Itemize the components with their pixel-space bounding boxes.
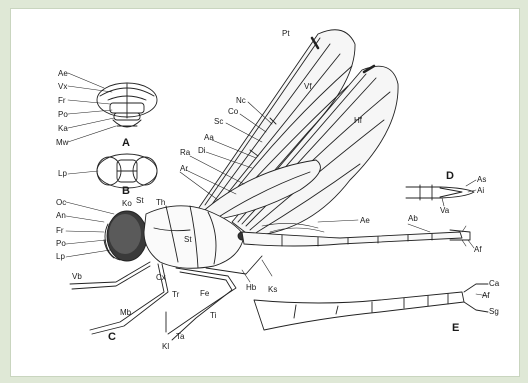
label-di: Di bbox=[198, 146, 206, 155]
label-vx: Vx bbox=[58, 82, 67, 91]
panel-label-a: A bbox=[122, 138, 130, 149]
label-costa: Co bbox=[228, 107, 238, 116]
label-ra: Ra bbox=[180, 148, 190, 157]
label-wing-ae: Ae bbox=[360, 216, 370, 225]
label-head-ae: Ae bbox=[58, 69, 68, 78]
label-ab: Ab bbox=[408, 214, 418, 223]
label-po: Po bbox=[58, 110, 68, 119]
label-ta: Ta bbox=[176, 332, 184, 341]
label-subcosta: Sc bbox=[214, 117, 223, 126]
label-fr: Fr bbox=[58, 96, 66, 105]
legs bbox=[70, 256, 262, 340]
label-lp-side: Lp bbox=[56, 252, 65, 261]
label-ka: Ka bbox=[58, 124, 68, 133]
panel-label-d: D bbox=[446, 171, 454, 182]
label-nodus: Nc bbox=[236, 96, 246, 105]
label-af-e: Af bbox=[482, 291, 490, 300]
label-mw: Mw bbox=[56, 138, 68, 147]
label-st: St bbox=[136, 196, 144, 205]
label-pterostigma: Pt bbox=[282, 29, 290, 38]
label-th: Th bbox=[156, 198, 165, 207]
label-vb: Vb bbox=[72, 272, 82, 281]
label-ar: Ar bbox=[180, 164, 188, 173]
label-po-side: Po bbox=[56, 239, 66, 248]
label-ca: Ca bbox=[489, 279, 499, 288]
label-fore-wing: Vf bbox=[304, 82, 312, 91]
panel-label-b: B bbox=[122, 186, 130, 197]
label-st-thorax: St bbox=[184, 235, 192, 244]
panel-label-c: C bbox=[108, 332, 116, 343]
label-hind-wing: Hf bbox=[354, 116, 362, 125]
head-front-view-a bbox=[97, 83, 157, 127]
label-mb: Mb bbox=[120, 308, 131, 317]
head-side bbox=[104, 211, 147, 261]
label-tr: Tr bbox=[172, 290, 179, 299]
abdomen-tip-detail-d bbox=[406, 180, 476, 206]
label-hb: Hb bbox=[246, 283, 256, 292]
head-front-view-b bbox=[97, 154, 157, 188]
label-sg: Sg bbox=[489, 307, 499, 316]
label-an: An bbox=[56, 211, 66, 220]
label-va: Va bbox=[440, 206, 449, 215]
label-oc: Oc bbox=[56, 198, 66, 207]
label-cx: Cx bbox=[156, 273, 166, 282]
label-ai: Ai bbox=[477, 186, 484, 195]
label-fe: Fe bbox=[200, 289, 209, 298]
label-aa: Aa bbox=[204, 133, 214, 142]
label-fr-side: Fr bbox=[56, 226, 64, 235]
label-kl: Kl bbox=[162, 342, 169, 351]
panel-label-e: E bbox=[452, 323, 459, 334]
label-ti: Ti bbox=[210, 311, 216, 320]
label-af: Af bbox=[474, 245, 482, 254]
label-as: As bbox=[477, 175, 486, 184]
label-ko: Ko bbox=[122, 199, 132, 208]
label-ks: Ks bbox=[268, 285, 277, 294]
label-lp: Lp bbox=[58, 169, 67, 178]
